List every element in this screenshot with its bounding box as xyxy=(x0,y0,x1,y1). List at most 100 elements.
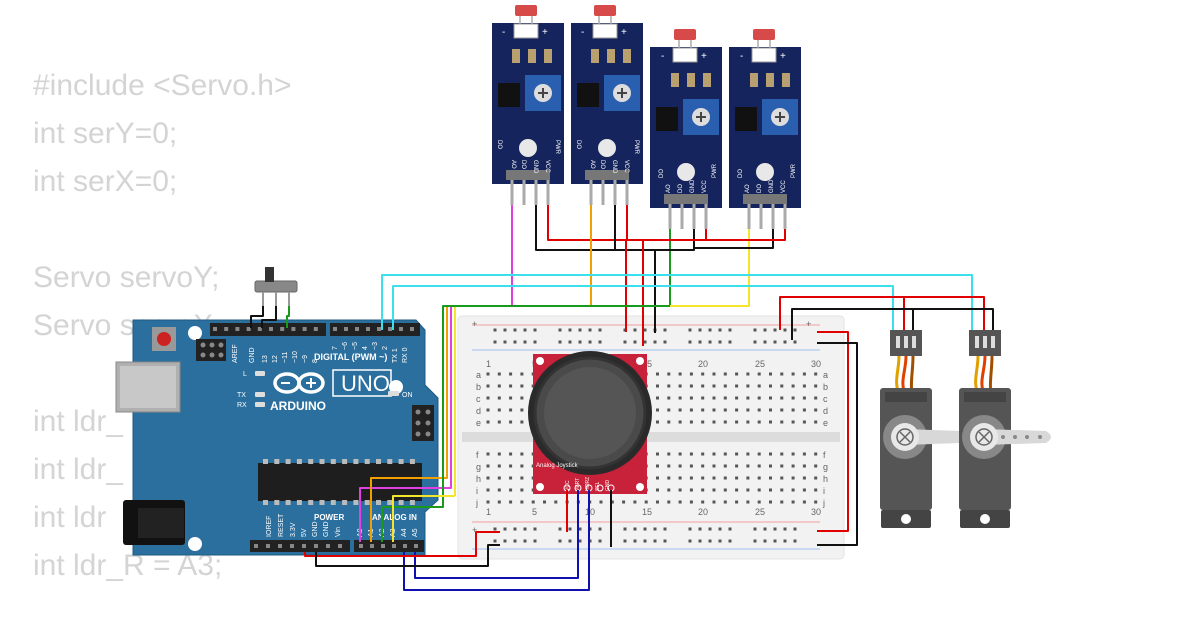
pin-label-4: 4 xyxy=(362,346,369,350)
wire-red[interactable] xyxy=(304,531,500,557)
photoresistor-icon xyxy=(674,29,696,40)
digital-pin-labels: 13 12 ~11 ~10 ~9 8 7 ~6 ~5 4 ~3 2 TX 1 R… xyxy=(262,342,409,363)
led-label-pwr: PWR xyxy=(712,163,718,178)
servo-motor-x[interactable] xyxy=(959,330,1051,528)
digital-header[interactable] xyxy=(210,323,420,336)
led-label-do: DO xyxy=(738,169,744,178)
col-label: 10 xyxy=(585,507,595,517)
code-line: int ldr_ xyxy=(33,405,124,438)
wire-yellow[interactable] xyxy=(392,495,455,542)
ldr-module-3[interactable]: - + AO DO GND VCC DO PWR xyxy=(650,29,722,229)
plus-sign: + xyxy=(701,51,707,62)
ldr-module-1[interactable]: - + AO DO GND VCC DO PWR xyxy=(492,5,564,205)
code-line: int ldr xyxy=(33,501,107,534)
wire-black[interactable] xyxy=(791,308,914,340)
arduino-uno-board[interactable]: AREF GND 13 12 ~11 ~10 ~9 8 7 ~6 ~5 4 ~3… xyxy=(115,319,439,556)
wire-red[interactable] xyxy=(706,229,786,241)
rail-plus-sign: + xyxy=(472,525,477,535)
wire-black[interactable] xyxy=(315,544,500,567)
plus-sign: + xyxy=(621,27,627,38)
row-label: b xyxy=(823,382,828,392)
wire-black[interactable] xyxy=(913,308,994,330)
power-header[interactable] xyxy=(250,540,350,552)
row-label: e xyxy=(823,418,828,428)
gnd-label: GND xyxy=(249,347,256,363)
wire-red[interactable] xyxy=(904,296,985,330)
minus-sign: - xyxy=(740,51,743,62)
row-label: c xyxy=(823,394,828,404)
wire-red[interactable] xyxy=(817,331,849,532)
icsp-header xyxy=(412,405,434,441)
pin-label-do: DO xyxy=(757,184,763,193)
minus-sign: - xyxy=(661,51,664,62)
wire-black[interactable] xyxy=(261,306,277,328)
wire-red[interactable] xyxy=(779,296,905,330)
col-label: 1 xyxy=(486,359,491,369)
pin-label-horz: HORZ xyxy=(585,477,591,491)
pin-label-ioref: IOREF xyxy=(266,516,273,537)
pin-label-vin: Vin xyxy=(335,527,342,537)
led-label-pwr: PWR xyxy=(554,140,560,155)
row-label: i xyxy=(823,486,825,496)
pin-label-rx0: RX 0 xyxy=(402,347,409,363)
pin-label-ao: AO xyxy=(745,184,751,193)
wire-black[interactable] xyxy=(694,229,774,249)
col-label: 25 xyxy=(755,507,765,517)
code-line: int serX=0; xyxy=(33,165,178,198)
led-label-do: DO xyxy=(659,169,665,178)
pin-label-gnd: GND xyxy=(690,179,696,193)
pin-label-gnd: GND xyxy=(611,160,617,174)
wire-black[interactable] xyxy=(817,342,858,546)
slide-switch[interactable] xyxy=(254,267,298,306)
mounting-hole xyxy=(188,326,202,340)
pin-label-gnd: GND xyxy=(532,160,538,174)
col-label: 5 xyxy=(532,507,537,517)
analog-header-label: ANALOG IN xyxy=(372,513,417,522)
breadboard[interactable]: + + + 1 5 10 15 20 25 30 1 5 10 15 20 25… xyxy=(457,315,845,560)
servo-horn-arm[interactable] xyxy=(984,429,1051,445)
wire-black[interactable] xyxy=(250,306,264,328)
wire-cyan[interactable] xyxy=(381,274,973,330)
minus-sign: - xyxy=(502,27,505,38)
row-label: a xyxy=(476,370,481,380)
pin-label-vcc: VCC xyxy=(623,160,629,173)
comparator-chip xyxy=(656,107,678,131)
ldr-sensor-dome xyxy=(519,139,537,157)
pin-label-5: ~5 xyxy=(352,342,359,350)
ldr-module-2[interactable]: - + AO DO GND VCC DO PWR xyxy=(571,5,643,205)
pin-label-3: ~3 xyxy=(372,342,379,350)
pin-label-vert: VERT xyxy=(575,478,581,491)
row-label: j xyxy=(822,498,825,508)
pin-label-a4: A4 xyxy=(401,528,408,537)
analog-header[interactable] xyxy=(354,540,424,552)
led-label-pwr: PWR xyxy=(633,140,639,155)
pin-label-5v: 5V xyxy=(301,528,308,537)
atmega-chip xyxy=(258,463,422,501)
digital-header-label: DIGITAL (PWM ~) xyxy=(314,352,387,362)
servo-horn-arm[interactable] xyxy=(905,429,964,445)
analog-joystick-module[interactable]: Analog Joystick VCC VERT HORZ SEL GND xyxy=(528,351,652,494)
led-on-label: ON xyxy=(402,392,413,399)
pin-label-do: DO xyxy=(599,160,605,169)
row-label: g xyxy=(823,462,828,472)
pin-label-10: ~10 xyxy=(292,351,299,363)
uno-badge xyxy=(332,369,392,397)
lower-header-pins xyxy=(254,544,418,548)
servo-motor-y[interactable] xyxy=(880,330,964,528)
row-label: e xyxy=(476,418,481,428)
pin-label-tx1: TX 1 xyxy=(392,348,399,363)
wire-blue[interactable] xyxy=(403,490,590,591)
ldr-module-4[interactable]: - + AO DO GND VCC DO PWR xyxy=(729,29,801,229)
slide-switch-knob[interactable] xyxy=(265,267,274,282)
pin-label-6: ~6 xyxy=(342,342,349,350)
wire-green[interactable] xyxy=(286,306,290,328)
wire-black[interactable] xyxy=(643,229,695,251)
col-label: 30 xyxy=(811,507,821,517)
wire-green[interactable] xyxy=(381,305,670,542)
reset-button[interactable] xyxy=(157,332,171,346)
plus-sign: + xyxy=(542,27,548,38)
code-line: Servo servoY; xyxy=(33,261,220,294)
comparator-chip xyxy=(735,107,757,131)
code-line: int ldr_R = A3; xyxy=(33,549,223,582)
col-label: 15 xyxy=(642,359,652,369)
